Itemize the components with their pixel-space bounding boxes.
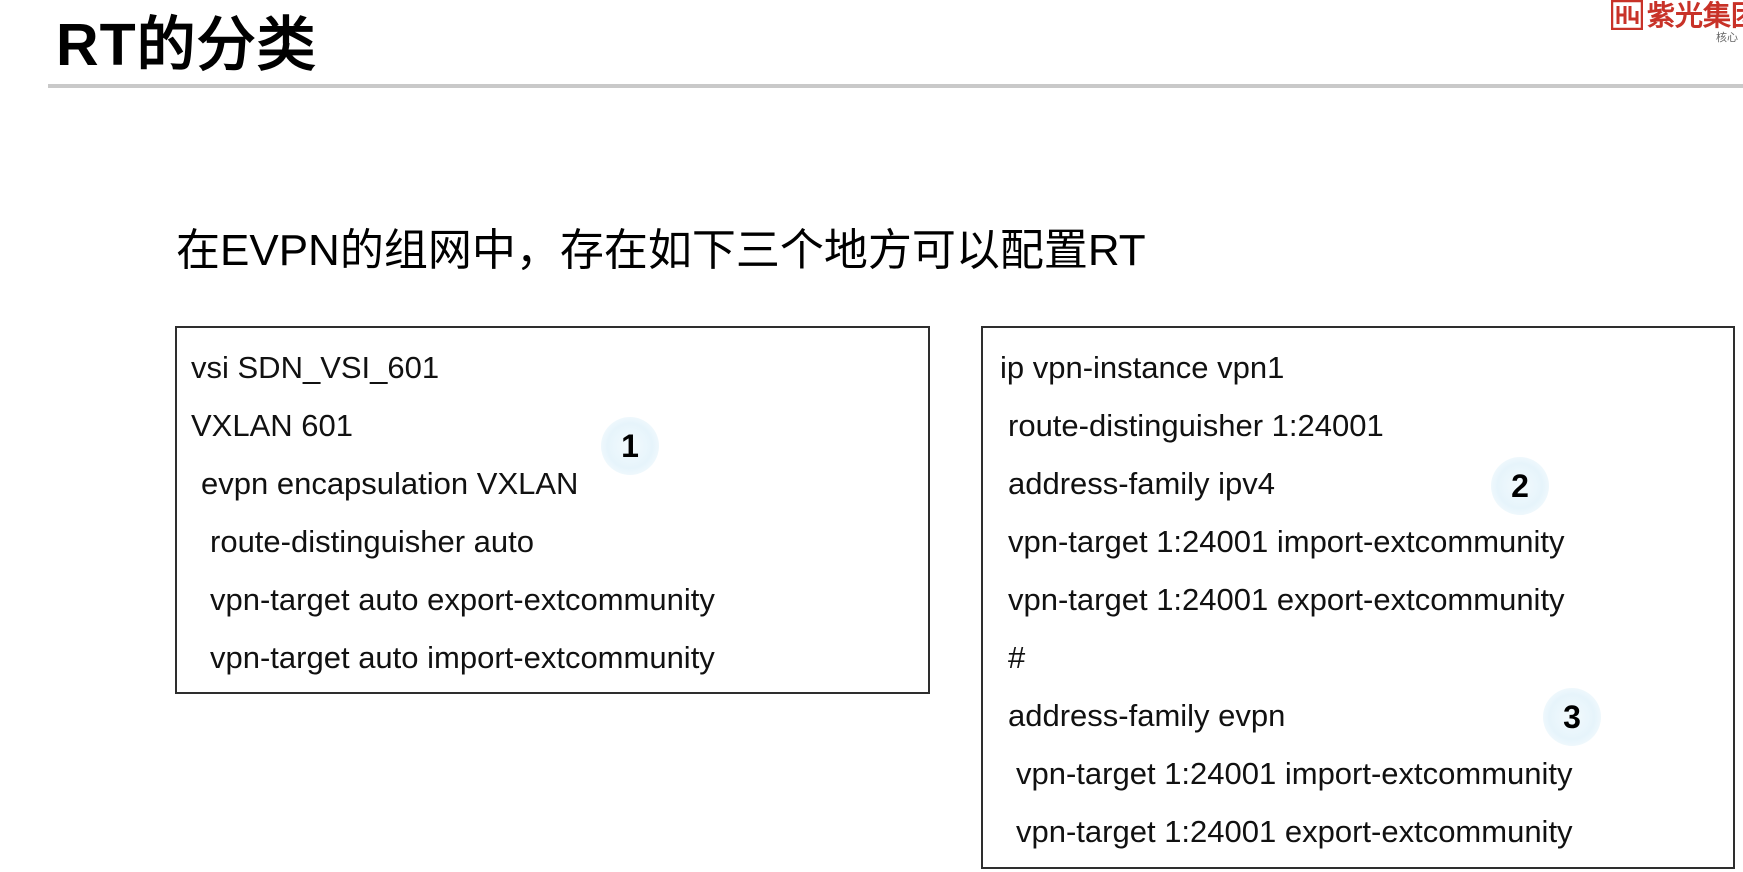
config-line: route-distinguisher 1:24001	[1008, 408, 1384, 443]
config-line: VXLAN 601	[191, 408, 353, 443]
config-line: vpn-target auto export-extcommunity	[210, 582, 715, 617]
slide-subtitle: 在EVPN的组网中，存在如下三个地方可以配置RT	[176, 226, 1146, 275]
config-line: vpn-target 1:24001 import-extcommunity	[1008, 524, 1565, 559]
config-line: vpn-target 1:24001 export-extcommunity	[1016, 814, 1573, 849]
config-line: vpn-target 1:24001 import-extcommunity	[1016, 756, 1573, 791]
company-logo: 紫光集团 核心	[1609, 0, 1743, 52]
config-line: vsi SDN_VSI_601	[191, 350, 440, 385]
config-line: address-family evpn	[1008, 698, 1286, 733]
config-line: vpn-target auto import-extcommunity	[210, 640, 715, 675]
h3c-logo-icon	[1611, 0, 1643, 30]
config-line: #	[1008, 640, 1026, 675]
slide-title: RT的分类	[56, 12, 317, 78]
callout-badge-2: 2	[1491, 457, 1549, 515]
config-line: evpn encapsulation VXLAN	[201, 466, 579, 501]
config-line: vpn-target 1:24001 export-extcommunity	[1008, 582, 1565, 617]
callout-badge-1: 1	[601, 417, 659, 475]
config-line: ip vpn-instance vpn1	[1000, 350, 1285, 385]
vpn-instance-config-box: ip vpn-instance vpn1 route-distinguisher…	[981, 326, 1735, 869]
config-line: address-family ipv4	[1008, 466, 1276, 501]
logo-tagline: 核心	[1716, 32, 1738, 44]
logo-wordmark: 紫光集团	[1647, 0, 1743, 31]
vsi-config-box: vsi SDN_VSI_601 VXLAN 601 evpn encapsula…	[175, 326, 930, 694]
callout-badge-3: 3	[1543, 688, 1601, 746]
config-line: route-distinguisher auto	[210, 524, 534, 559]
title-divider	[48, 84, 1743, 88]
